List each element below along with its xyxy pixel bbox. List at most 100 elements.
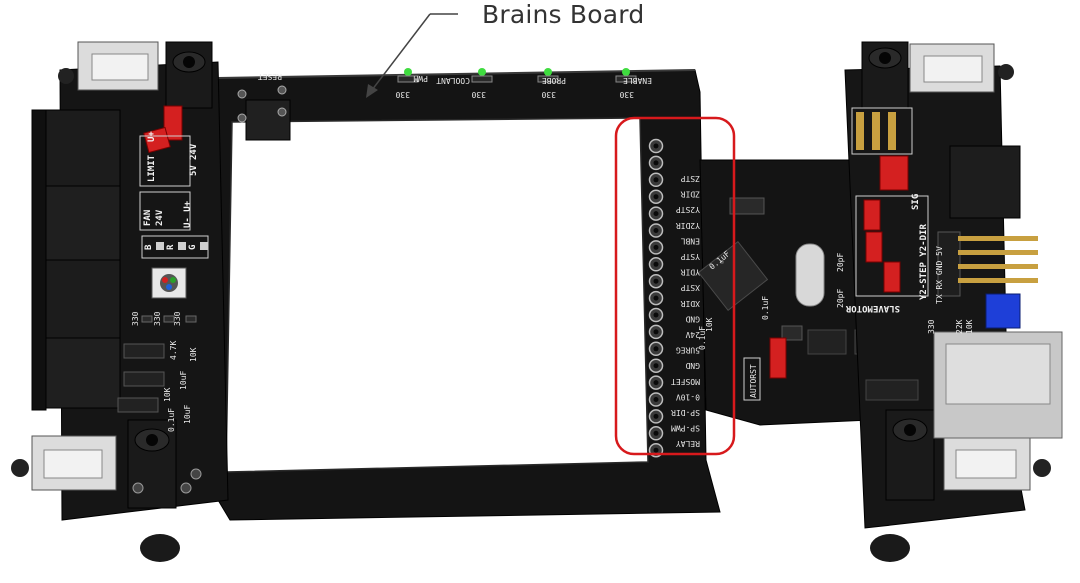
led-enable: ENABLE 330 [615, 68, 652, 99]
svg-text:LIMIT: LIMIT [147, 154, 157, 182]
standoff-top-left [165, 41, 213, 109]
header-pin-label: 5UREG [676, 346, 700, 355]
header-pin-label: YSTP [681, 252, 700, 261]
svg-text:10uF: 10uF [179, 371, 188, 390]
svg-text:0.1uF: 0.1uF [167, 408, 176, 432]
svg-text:SLAVEMOTOR: SLAVEMOTOR [845, 303, 900, 313]
header-pin-hole [653, 143, 659, 149]
autorst-label: AUTORST [749, 364, 758, 398]
svg-text:330: 330 [153, 311, 162, 326]
callout-arrow [366, 13, 458, 98]
bracket-top-right [909, 43, 1014, 93]
svg-text:FAN: FAN [143, 210, 153, 226]
header-pin-label: XSTP [681, 283, 700, 292]
header-pin-hole [653, 346, 659, 352]
autorst-jumper [769, 337, 787, 379]
header-pin-hole [653, 278, 659, 284]
header-pin-strip [648, 138, 664, 458]
header-pin-label: MOSFET [671, 377, 700, 386]
header-pin-hole [653, 447, 659, 453]
standoff-bottom-left [127, 419, 180, 562]
svg-text:G: G [188, 245, 198, 250]
header-pin-hole [653, 397, 659, 402]
svg-text:PWM: PWM [413, 74, 428, 83]
svg-text:10K: 10K [163, 387, 172, 402]
header-pin-label: ZDIR [681, 190, 700, 199]
led-pwm: PWM 330 [395, 68, 428, 99]
standoff-top-right [861, 41, 909, 109]
svg-text:10K: 10K [189, 347, 198, 362]
header-pin-label: GND [685, 361, 700, 370]
header-pin-label: YDIR [681, 268, 700, 277]
svg-text:330: 330 [131, 311, 140, 326]
right-board: SIG Y2-STEP Y2-DIR SLAVEMOTOR TX RX GND … [844, 41, 1063, 562]
svg-text:0.1uF: 0.1uF [698, 326, 707, 350]
header-pin-hole [653, 177, 659, 183]
crystal [795, 243, 825, 307]
header-pin-hole [653, 380, 659, 386]
header-pin-labels: ZSTP ZDIR Y2STP Y2DIR ENBL YSTP YDIR XSTP XDIR GN… [671, 174, 700, 448]
svg-text:330: 330 [619, 90, 634, 99]
header-pin-hole [653, 295, 659, 301]
main-pcb [217, 69, 721, 521]
svg-text:R: R [166, 244, 176, 250]
svg-text:10K: 10K [965, 319, 974, 334]
signal-jumpers [856, 112, 909, 293]
svg-text:PROBE: PROBE [542, 76, 566, 85]
terminal-blocks [31, 109, 121, 411]
svg-text:24V: 24V [155, 209, 165, 226]
bracket-bottom-right [943, 435, 1051, 491]
black-connector [949, 145, 1021, 219]
svg-text:330: 330 [927, 319, 936, 334]
header-pin-hole [653, 211, 659, 217]
led-coolant: COOLANT 330 [436, 68, 493, 99]
header-pin-label: 0-10V [676, 392, 700, 401]
uart-header [937, 231, 1038, 297]
svg-text:10K: 10K [705, 317, 714, 332]
header-pin-hole [653, 160, 659, 166]
svg-text:4.7K: 4.7K [169, 341, 178, 360]
svg-text:Y2-STEP Y2-DIR: Y2-STEP Y2-DIR [919, 224, 929, 300]
regulator [729, 197, 765, 215]
svg-text:B: B [144, 244, 154, 250]
svg-text:330: 330 [541, 90, 556, 99]
header-pin-label: 24V [685, 330, 700, 339]
bracket-bottom-left [11, 435, 117, 491]
callout-label: Brains Board [482, 0, 645, 29]
svg-text:20pF: 20pF [836, 253, 845, 272]
header-pin-hole [653, 329, 659, 335]
header-pin-hole [653, 194, 659, 200]
svg-text:330: 330 [395, 90, 410, 99]
header-pin-label: ENBL [681, 236, 700, 245]
bracket-top-left [58, 41, 159, 91]
header-pin-hole [653, 244, 659, 250]
header-pin-label: SP-PWM [671, 424, 700, 433]
svg-text:24V: 24V [189, 143, 199, 160]
rj45-jack [933, 331, 1063, 439]
header-pin-hole [653, 228, 659, 233]
header-pin-hole [653, 261, 659, 267]
header-pin-label: ZSTP [681, 174, 700, 183]
svg-text:20pF: 20pF [836, 289, 845, 308]
header-pin-label: GND [685, 314, 700, 323]
highlight-box [614, 116, 736, 456]
header-pin-label: Y2DIR [676, 221, 700, 230]
svg-text:COOLANT: COOLANT [436, 76, 470, 85]
blue-potentiometer [985, 293, 1021, 329]
svg-text:330: 330 [173, 311, 182, 326]
svg-text:0.1uF: 0.1uF [761, 296, 770, 320]
svg-text:TX RX GND 5V: TX RX GND 5V [935, 246, 944, 304]
standoff-bottom-right [870, 409, 935, 562]
svg-text:ENABLE: ENABLE [623, 76, 652, 85]
header-pin-label: XDIR [681, 299, 700, 308]
svg-text:U- U+: U- U+ [183, 200, 193, 228]
led-probe: PROBE 330 [537, 68, 566, 99]
top-leds: PWM 330 COOLANT 330 PROBE 330 ENABLE 330 [395, 68, 652, 99]
header-pin-hole [653, 430, 659, 436]
svg-text:22K: 22K [955, 319, 964, 334]
svg-text:SIG: SIG [911, 194, 921, 210]
header-pin-label: RELAY [676, 439, 700, 448]
svg-text:10uF: 10uF [183, 405, 192, 424]
header-pin-label: Y2STP [676, 205, 700, 214]
svg-text:RESET: RESET [258, 72, 282, 81]
